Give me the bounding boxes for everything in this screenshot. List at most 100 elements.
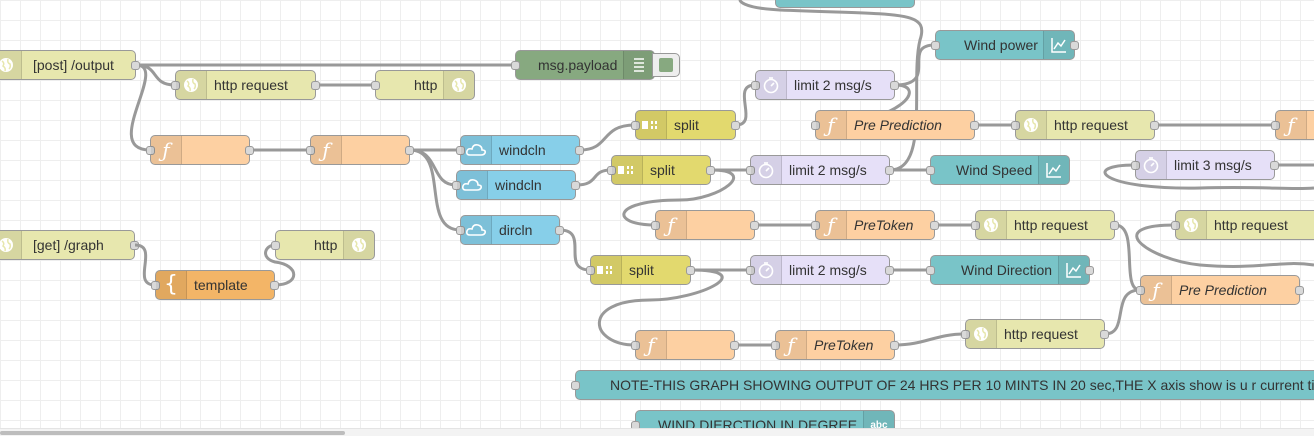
output-port[interactable] bbox=[270, 281, 279, 290]
split-node[interactable]: split bbox=[631, 110, 740, 140]
input-port[interactable] bbox=[971, 221, 980, 230]
input-port[interactable] bbox=[371, 81, 380, 90]
input-port[interactable] bbox=[146, 146, 155, 155]
split-node[interactable]: split bbox=[586, 255, 695, 285]
horizontal-scrollbar[interactable] bbox=[0, 428, 1314, 436]
http-request-node[interactable]: http request bbox=[971, 210, 1119, 240]
http-in-node[interactable]: [post] /output bbox=[0, 50, 140, 80]
input-port[interactable] bbox=[811, 221, 820, 230]
input-port[interactable] bbox=[771, 341, 780, 350]
websocket-out-node[interactable]: windcln bbox=[456, 135, 584, 165]
input-port[interactable] bbox=[961, 330, 970, 339]
output-port[interactable] bbox=[1270, 161, 1279, 170]
input-port[interactable] bbox=[452, 181, 461, 190]
input-port[interactable] bbox=[631, 121, 640, 130]
output-port[interactable] bbox=[706, 166, 715, 175]
http-response-node[interactable]: http bbox=[371, 70, 475, 100]
output-port[interactable] bbox=[930, 221, 939, 230]
chart-node[interactable]: Wind Speed bbox=[926, 155, 1070, 185]
input-port[interactable] bbox=[511, 61, 520, 70]
input-port[interactable] bbox=[171, 81, 180, 90]
scrollbar-thumb[interactable] bbox=[0, 431, 345, 435]
http-request-node[interactable]: http request bbox=[1011, 110, 1159, 140]
output-port[interactable] bbox=[311, 81, 320, 90]
input-port[interactable] bbox=[811, 121, 820, 130]
output-port[interactable] bbox=[885, 266, 894, 275]
globe-icon bbox=[176, 71, 207, 99]
function-node[interactable]: ƒ PreToken bbox=[771, 330, 899, 360]
comment-node[interactable]: NOTE-THIS GRAPH SHOWING OUTPUT OF 24 HRS… bbox=[571, 370, 1314, 400]
output-port[interactable] bbox=[970, 121, 979, 130]
output-port[interactable] bbox=[1150, 121, 1159, 130]
input-port[interactable] bbox=[456, 146, 465, 155]
function-node[interactable]: ƒ bbox=[1271, 110, 1314, 140]
input-port[interactable] bbox=[571, 381, 580, 390]
chart-node[interactable]: Wind power bbox=[931, 30, 1079, 60]
template-node[interactable]: { template bbox=[151, 270, 279, 300]
output-port[interactable] bbox=[890, 81, 899, 90]
output-port[interactable] bbox=[890, 341, 899, 350]
input-port[interactable] bbox=[746, 166, 755, 175]
function-node[interactable]: ƒ bbox=[651, 210, 759, 240]
input-port[interactable] bbox=[1011, 121, 1020, 130]
function-node[interactable]: ƒ bbox=[146, 135, 254, 165]
chart-node[interactable]: Wind Direction bbox=[926, 255, 1094, 285]
http-request-node[interactable]: http request bbox=[1171, 210, 1314, 240]
input-port[interactable] bbox=[1131, 161, 1140, 170]
output-port[interactable] bbox=[730, 341, 739, 350]
websocket-out-node[interactable]: windcln bbox=[452, 170, 580, 200]
output-port[interactable] bbox=[245, 146, 254, 155]
delay-node[interactable]: limit 3 msg/s bbox=[1131, 150, 1279, 180]
output-port[interactable] bbox=[1085, 266, 1094, 275]
output-port[interactable] bbox=[750, 221, 759, 230]
function-node[interactable]: ƒ bbox=[306, 135, 414, 165]
input-port[interactable] bbox=[926, 266, 935, 275]
wire bbox=[735, 83, 756, 127]
output-port[interactable] bbox=[1295, 286, 1304, 295]
http-request-node[interactable]: http request bbox=[171, 70, 320, 100]
input-port[interactable] bbox=[1171, 221, 1180, 230]
output-port[interactable] bbox=[575, 146, 584, 155]
debug-node[interactable]: msg.payload bbox=[511, 50, 655, 80]
input-port[interactable] bbox=[1271, 121, 1280, 130]
output-port[interactable] bbox=[686, 266, 695, 275]
node-label: http request bbox=[1054, 117, 1128, 133]
input-port[interactable] bbox=[456, 226, 465, 235]
function-node[interactable]: ƒ PreToken bbox=[811, 210, 939, 240]
debug-toggle-button[interactable] bbox=[652, 53, 680, 77]
output-port[interactable] bbox=[1070, 41, 1079, 50]
output-port[interactable] bbox=[885, 166, 894, 175]
input-port[interactable] bbox=[607, 166, 616, 175]
function-node[interactable]: ƒ Pre Prediction bbox=[811, 110, 979, 140]
input-port[interactable] bbox=[926, 166, 935, 175]
input-port[interactable] bbox=[151, 281, 160, 290]
http-response-node[interactable]: http bbox=[271, 230, 375, 260]
input-port[interactable] bbox=[931, 41, 940, 50]
input-port[interactable] bbox=[751, 81, 760, 90]
input-port[interactable] bbox=[651, 221, 660, 230]
chart-node[interactable] bbox=[775, 0, 915, 8]
output-port[interactable] bbox=[1100, 330, 1109, 339]
delay-node[interactable]: limit 2 msg/s bbox=[746, 255, 894, 285]
input-port[interactable] bbox=[631, 341, 640, 350]
split-node[interactable]: split bbox=[607, 155, 715, 185]
function-node[interactable]: ƒ bbox=[631, 330, 739, 360]
http-request-node[interactable]: http request bbox=[961, 319, 1109, 349]
function-node[interactable]: ƒ Pre Prediction bbox=[1136, 275, 1304, 305]
input-port[interactable] bbox=[586, 266, 595, 275]
http-in-node[interactable]: [get] /graph bbox=[0, 230, 139, 260]
input-port[interactable] bbox=[746, 266, 755, 275]
delay-node[interactable]: limit 2 msg/s bbox=[746, 155, 894, 185]
input-port[interactable] bbox=[271, 241, 280, 250]
delay-node[interactable]: limit 2 msg/s bbox=[751, 70, 899, 100]
output-port[interactable] bbox=[571, 181, 580, 190]
output-port[interactable] bbox=[555, 226, 564, 235]
websocket-out-node[interactable]: dircln bbox=[456, 215, 564, 245]
output-port[interactable] bbox=[1110, 221, 1119, 230]
output-port[interactable] bbox=[731, 121, 740, 130]
input-port[interactable] bbox=[1136, 286, 1145, 295]
input-port[interactable] bbox=[306, 146, 315, 155]
output-port[interactable] bbox=[131, 61, 140, 70]
output-port[interactable] bbox=[405, 146, 414, 155]
